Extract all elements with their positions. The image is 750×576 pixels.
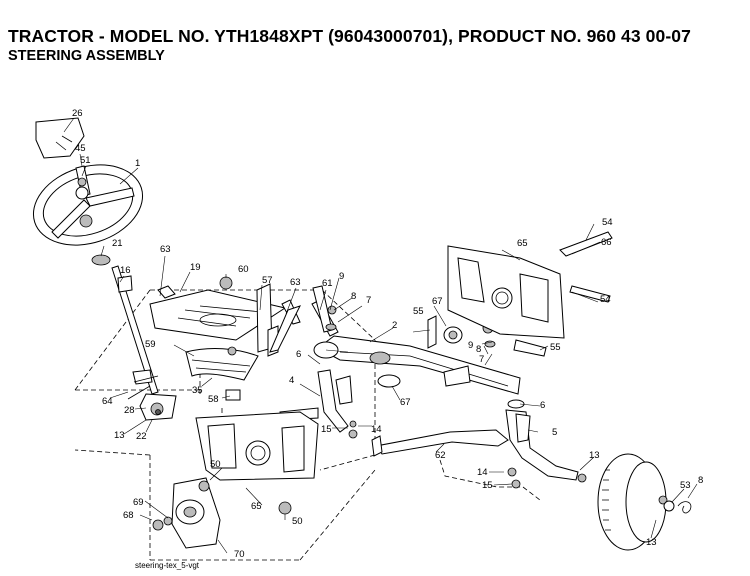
figure-caption: steering-tex_5-vgt: [135, 561, 200, 570]
steering-bracket: [149, 276, 339, 401]
callout-69: 69: [133, 497, 144, 508]
front-tire: [597, 453, 692, 551]
callout-61: 61: [322, 278, 333, 289]
callout-63: 63: [160, 244, 171, 255]
callout-1: 1: [135, 158, 140, 169]
callout-28: 28: [124, 405, 135, 416]
callout-26: 26: [72, 108, 83, 119]
callout-8c: 8: [698, 475, 703, 486]
callout-13c: 13: [646, 537, 657, 548]
callouts: 26 45 51 1 21 16 63 19 60 57 63 61 9 8 7…: [63, 108, 703, 560]
callout-8b: 8: [476, 344, 481, 355]
callout-6: 6: [296, 349, 301, 360]
callout-50: 50: [210, 459, 221, 470]
callout-53: 53: [680, 480, 691, 491]
callout-7: 7: [366, 295, 371, 306]
callout-60: 60: [238, 264, 249, 275]
callout-14b: 14: [477, 467, 488, 478]
steering-wheel: [32, 117, 144, 246]
callout-2: 2: [392, 320, 397, 331]
callout-55b: 55: [550, 342, 561, 353]
section-subtitle: STEERING ASSEMBLY: [8, 48, 165, 64]
callout-7b: 7: [479, 354, 484, 365]
callout-67: 67: [432, 296, 443, 307]
callout-22: 22: [136, 431, 147, 442]
steering-shaft: [91, 254, 177, 421]
tie-rod: [371, 429, 509, 457]
callout-63b: 63: [290, 277, 301, 288]
callout-57: 57: [262, 275, 273, 286]
callout-35: 35: [192, 385, 203, 396]
callout-65: 65: [517, 238, 528, 249]
callout-59: 59: [145, 339, 156, 350]
callout-6b: 6: [540, 400, 545, 411]
lower-frame-plate: [152, 411, 319, 549]
callout-19: 19: [190, 262, 201, 273]
callout-54b: 54: [600, 294, 611, 305]
callout-67b: 67: [400, 397, 411, 408]
front-plate: [447, 231, 613, 357]
callout-54: 54: [602, 217, 613, 228]
callout-68: 68: [123, 510, 134, 521]
callout-13b: 13: [589, 450, 600, 461]
callout-15b: 15: [482, 480, 493, 491]
callout-45: 45: [75, 143, 86, 154]
callout-13: 13: [114, 430, 125, 441]
callout-51: 51: [80, 155, 91, 166]
callout-66: 66: [601, 237, 612, 248]
callout-21: 21: [112, 238, 123, 249]
callout-64: 64: [102, 396, 113, 407]
callout-5: 5: [552, 427, 557, 438]
callout-70: 70: [234, 549, 245, 560]
callout-4: 4: [289, 375, 294, 386]
callout-55: 55: [413, 306, 424, 317]
callout-65b: 65: [251, 501, 262, 512]
callout-14: 14: [371, 424, 382, 435]
callout-50b: 50: [292, 516, 303, 527]
callout-62: 62: [435, 450, 446, 461]
page-title: TRACTOR - MODEL NO. YTH1848XPT (96043000…: [8, 26, 691, 46]
callout-9: 9: [339, 271, 344, 282]
callout-9b: 9: [468, 340, 473, 351]
callout-16: 16: [120, 265, 131, 276]
callout-58: 58: [208, 394, 219, 405]
callout-8: 8: [351, 291, 356, 302]
spindle: [505, 399, 587, 489]
callout-15: 15: [321, 424, 332, 435]
